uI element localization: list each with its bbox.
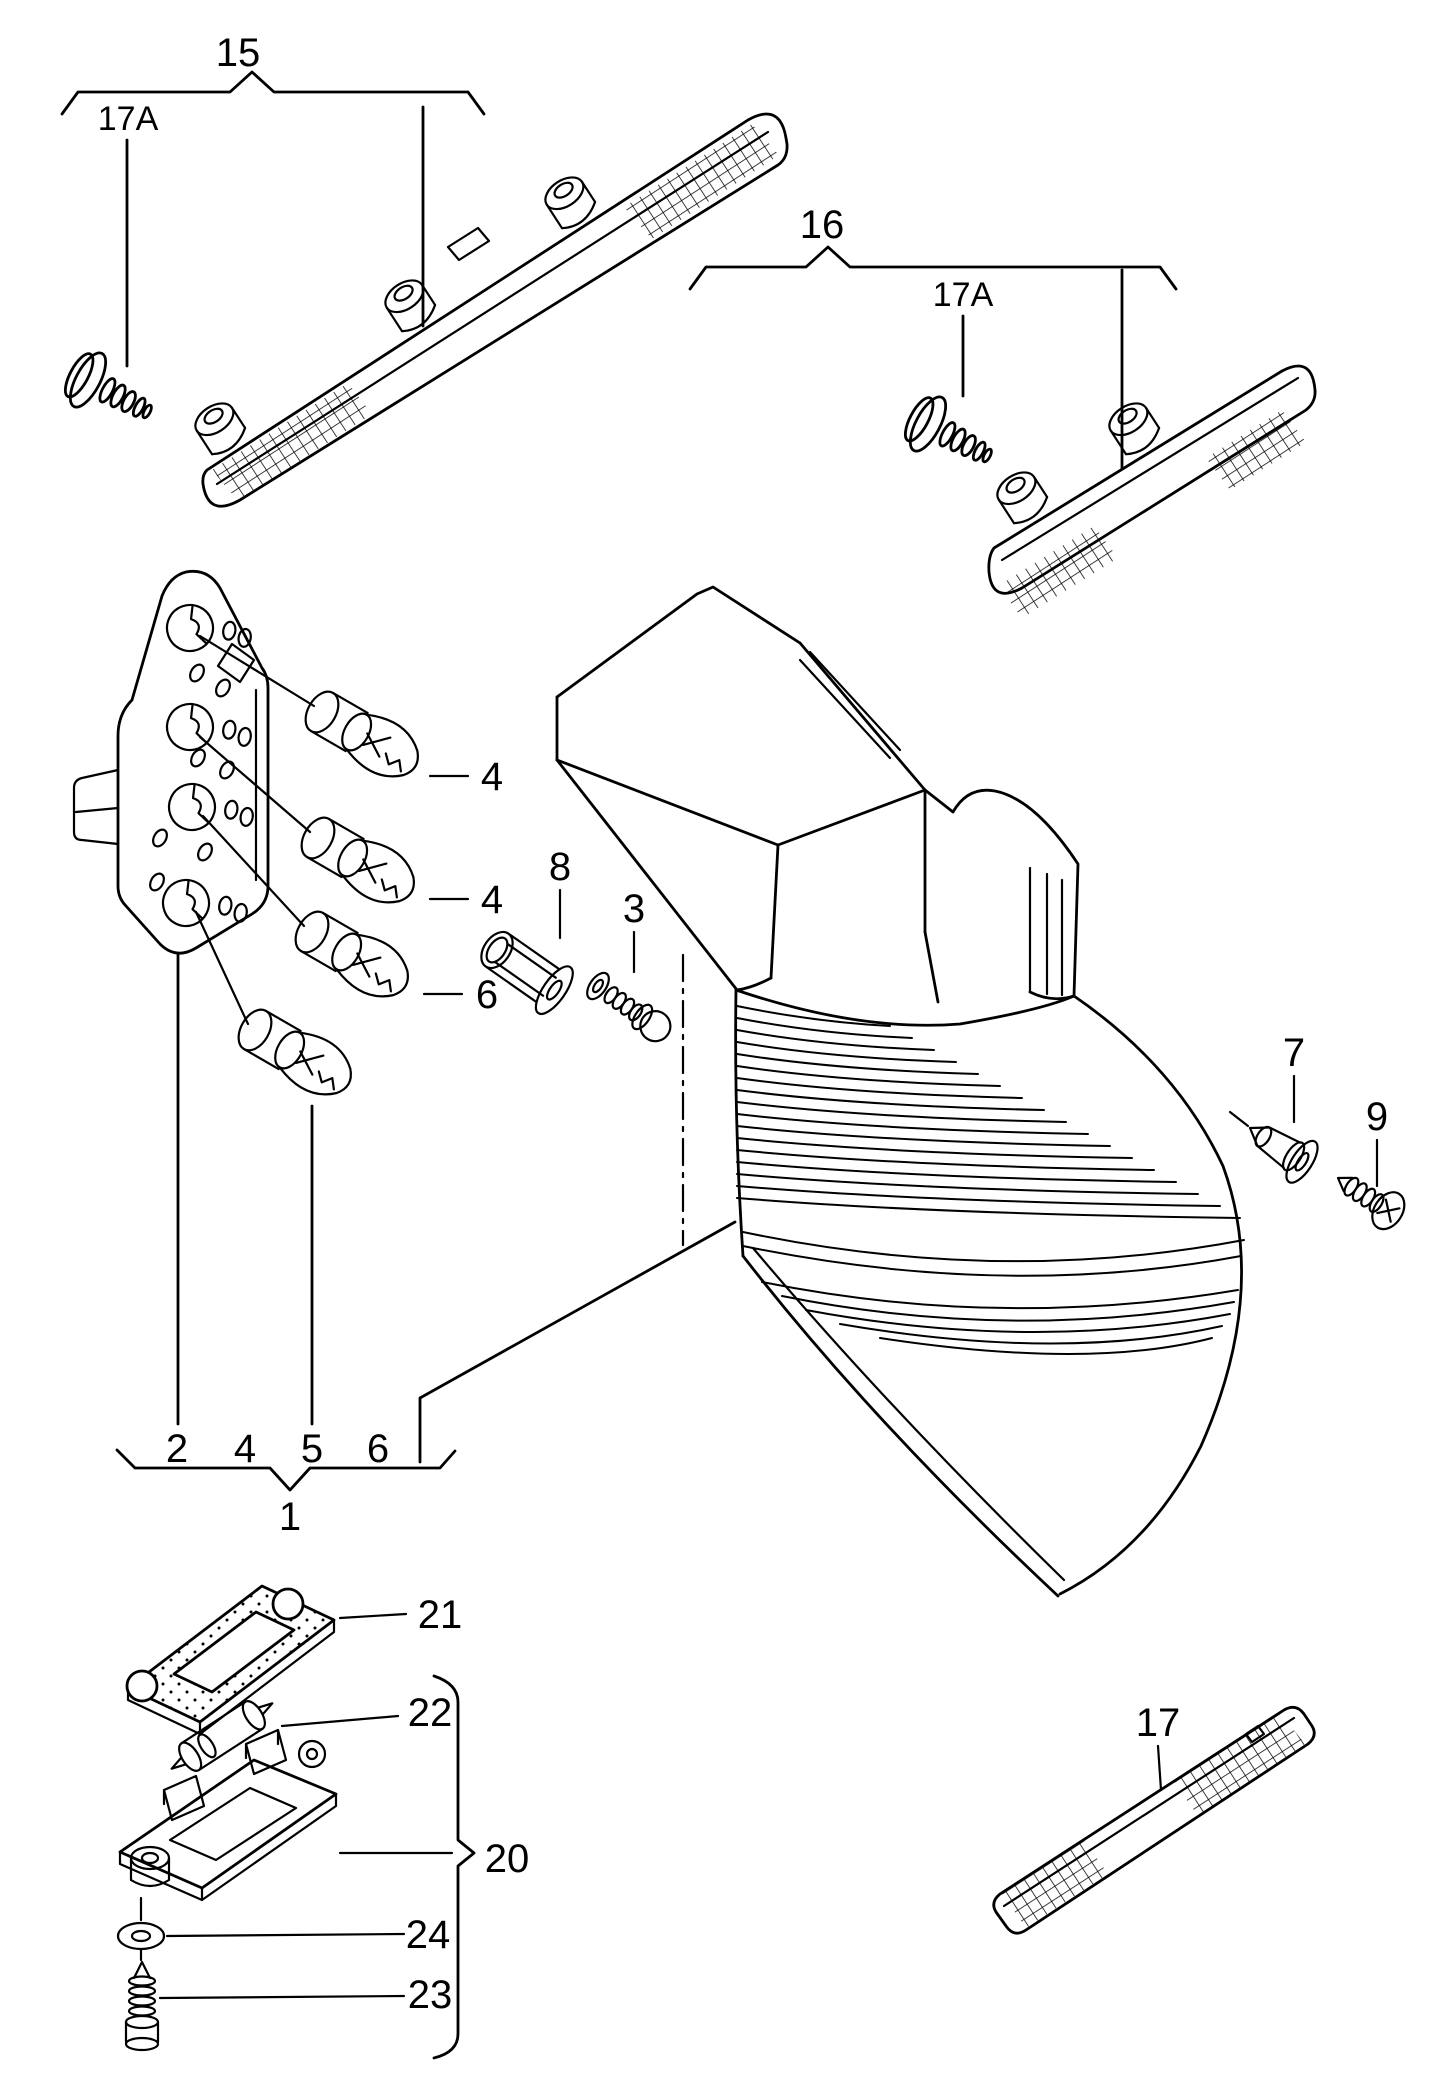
lamp-16-outline bbox=[987, 364, 1317, 595]
callout-4-row: 4 bbox=[234, 1427, 256, 1471]
lens-mid-band bbox=[742, 1231, 1245, 1277]
callout-1: 1 bbox=[279, 1495, 301, 1539]
callout-5: 5 bbox=[301, 1427, 323, 1471]
callout-17a-right: 17A bbox=[933, 276, 994, 314]
callout-8: 8 bbox=[549, 845, 571, 889]
callout-4-top: 4 bbox=[481, 755, 503, 799]
leader-line-21 bbox=[338, 1612, 408, 1620]
lamp-15-divider bbox=[215, 130, 770, 486]
callout-22: 22 bbox=[408, 1691, 453, 1735]
side-high-brake-light-drawing bbox=[987, 364, 1317, 618]
callout-23: 23 bbox=[408, 1973, 453, 2017]
plate-tab bbox=[72, 768, 120, 846]
callout-4-mid: 4 bbox=[481, 878, 503, 922]
license-plate-light-group bbox=[116, 1584, 476, 2060]
lens-ribs-upper bbox=[736, 1005, 1241, 1219]
strip-inner-line bbox=[1002, 1716, 1296, 1908]
strip-outline bbox=[992, 1705, 1316, 1935]
callout-6-row: 6 bbox=[367, 1427, 389, 1471]
tail-light-drawing bbox=[555, 585, 1245, 1598]
screw-17a-right-drawing bbox=[895, 387, 1006, 485]
bracket-16 bbox=[688, 245, 1178, 291]
strip-tab bbox=[1244, 1724, 1266, 1744]
leader-line-17 bbox=[1156, 1744, 1163, 1792]
leader-line-22 bbox=[280, 1714, 400, 1728]
lamp-16-divider bbox=[1000, 376, 1300, 562]
lamp-15-tab bbox=[446, 226, 491, 262]
tail-light-fin bbox=[923, 788, 1080, 1001]
strip-lens-drawing bbox=[992, 1705, 1316, 1935]
lens-hatch-right bbox=[1206, 410, 1306, 490]
callout-9: 9 bbox=[1366, 1095, 1388, 1139]
callout-17: 17 bbox=[1136, 1701, 1181, 1745]
brace-20 bbox=[432, 1674, 476, 2060]
bulbs-drawing bbox=[194, 634, 470, 1109]
lens-hatch-right bbox=[624, 124, 779, 239]
tail-light-lens-outline bbox=[734, 988, 1243, 1598]
callout-3: 3 bbox=[623, 887, 645, 931]
tail-light-housing bbox=[555, 585, 940, 1004]
leader-line-23 bbox=[158, 1994, 406, 2000]
bulb-carrier-plate-drawing bbox=[72, 569, 270, 955]
callout-7: 7 bbox=[1283, 1031, 1305, 1075]
bracket-15 bbox=[60, 70, 486, 116]
lens-hatch-left bbox=[998, 526, 1118, 618]
washer-drawing bbox=[116, 1921, 166, 1951]
strip-hatch-right bbox=[1174, 1713, 1305, 1816]
callout-20: 20 bbox=[485, 1837, 530, 1881]
assembly-callout-1 bbox=[115, 953, 737, 1492]
lamp-to-rivet-line bbox=[1228, 1110, 1250, 1128]
callout-2: 2 bbox=[166, 1427, 188, 1471]
lens-screw-drawing bbox=[586, 971, 672, 1043]
expanding-rivet-drawing bbox=[1248, 1125, 1319, 1184]
leader-line-24 bbox=[165, 1932, 406, 1938]
seal-gasket-drawing bbox=[125, 1584, 336, 1736]
callout-21: 21 bbox=[418, 1593, 463, 1637]
screw-17a-left-drawing bbox=[55, 343, 166, 441]
callout-16: 16 bbox=[800, 203, 845, 247]
expanding-nut-drawing bbox=[480, 930, 574, 1016]
lamp-15-outline bbox=[201, 112, 789, 508]
festoon-bulb-drawing bbox=[170, 1700, 274, 1772]
socket-to-bulb-lines bbox=[194, 634, 316, 1026]
strip-hatch-left bbox=[1002, 1840, 1108, 1928]
license-plate-light-housing-drawing bbox=[118, 1728, 338, 1902]
lens-ribs-lower bbox=[761, 1281, 1239, 1355]
callout-6-bulb: 6 bbox=[476, 973, 498, 1017]
leader-line-6-bent bbox=[418, 1220, 737, 1464]
high-mount-brake-light-drawing bbox=[188, 112, 789, 508]
callout-17a-left: 17A bbox=[98, 100, 159, 138]
housing-screw-drawing bbox=[1336, 1176, 1406, 1231]
callout-24: 24 bbox=[406, 1913, 451, 1957]
plate-holes bbox=[149, 642, 256, 892]
bracket-1 bbox=[115, 1448, 457, 1492]
callout-15: 15 bbox=[216, 31, 261, 75]
lens-hatch-left bbox=[212, 383, 372, 501]
plate-outline bbox=[116, 569, 270, 955]
screw-23-drawing bbox=[124, 1896, 160, 2052]
